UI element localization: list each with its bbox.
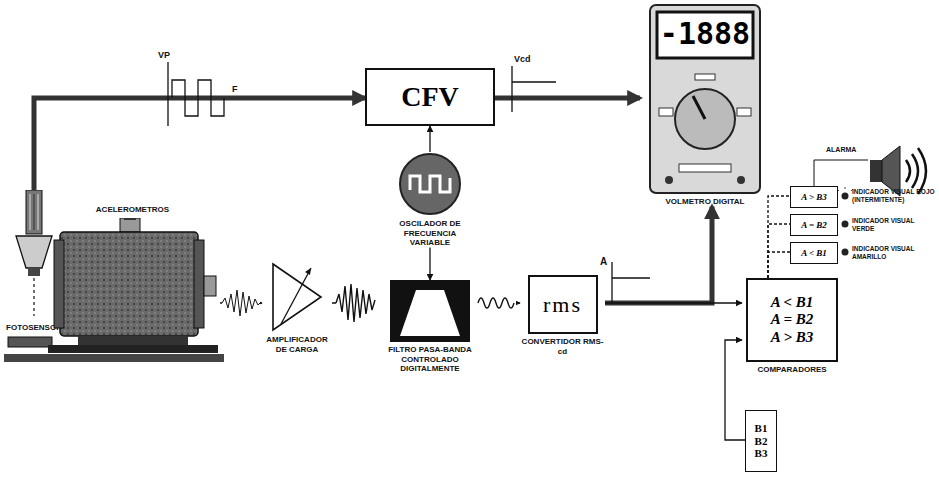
node-text: A = B2 (801, 220, 827, 230)
node-text: B1 (755, 422, 768, 435)
node-caption: COMPARADORES (742, 365, 842, 375)
node-content: rms (530, 277, 596, 332)
node-shape: B1B2B3 (745, 410, 777, 472)
node-content (271, 262, 323, 332)
node-content: B1B2B3 (746, 411, 776, 471)
node-shape: A < B1 (790, 242, 838, 264)
motor: ACELEROMETROS (45, 205, 220, 353)
comparator-box: A < B1A = B2A > B3 COMPARADORES (742, 278, 842, 375)
node-content (12, 190, 56, 320)
oscillator-circle: OSCILADOR DE FRECUENCIA VARIABLE (390, 152, 470, 248)
signal-arrow (429, 248, 430, 281)
node-text: A > B3 (801, 192, 827, 202)
alarm-label: ALARMA (826, 146, 870, 154)
node-content: A < B1A = B2A > B3 (748, 280, 836, 360)
node-shape (398, 152, 462, 216)
node-content (398, 152, 462, 216)
rms-level-signal (612, 262, 650, 303)
node-shape (12, 190, 56, 320)
node-content: A < B1 (791, 243, 837, 263)
thick-arrow (605, 207, 712, 304)
signal-arrow (429, 126, 430, 152)
indicator-lamps (837, 187, 853, 256)
node-caption: VOLMETRO DIGITAL (640, 197, 770, 207)
comparator-output: A < B1 (790, 242, 838, 264)
axis-label: Vcd (514, 54, 544, 65)
node-caption: AMPLIFICADOR DE CARGA (262, 335, 332, 354)
indicator-label: INDICADOR VISUAL VERDE (852, 217, 936, 233)
signal-arrow (725, 340, 745, 440)
node-shape: CFV (365, 68, 495, 126)
node-content: A = B2 (791, 215, 837, 235)
node-shape (48, 218, 218, 353)
square-wave-signal (168, 62, 224, 126)
signal-arrow (768, 224, 790, 278)
node-shape: A < B1A = B2A > B3 (746, 278, 838, 362)
axis-label: A (600, 256, 612, 268)
vibration-signal (222, 282, 516, 324)
signal-arrow (768, 252, 790, 278)
node-caption: ACELEROMETROS (45, 205, 220, 215)
node-text: B3 (755, 447, 768, 460)
node-caption: CONVERTIDOR RMS- cd (520, 337, 605, 356)
node-content: A > B3 (791, 187, 837, 207)
indicator-label: INDICADOR VISUAL AMARILLO (852, 245, 936, 261)
node-text: A < B1 (771, 294, 814, 311)
node-content: CFV (367, 70, 493, 124)
node-text: A = B2 (771, 311, 814, 328)
node-content (390, 280, 470, 342)
digital-voltmeter: -1888VOLMETRO DIGITAL (640, 4, 770, 207)
node-shape: rms (528, 275, 598, 334)
node-content (48, 218, 218, 353)
signal-arrow (768, 196, 790, 278)
cfv-box: CFV (365, 68, 495, 126)
comparator-output: A = B2 (790, 214, 838, 236)
rms-box: rmsCONVERTIDOR RMS- cd (520, 275, 605, 356)
thick-arrow (34, 98, 365, 190)
node-shape (271, 262, 323, 332)
node-text: rms (543, 292, 582, 317)
indicator-label: INDICADOR VISUAL ROJO (INTERMITENTE) (852, 188, 936, 204)
node-text: A < B1 (801, 248, 827, 258)
threshold-box: B1B2B3 (745, 410, 777, 472)
amplifier-triangle: AMPLIFICADOR DE CARGA (262, 262, 332, 354)
alarm-wire (814, 160, 868, 186)
node-shape: A = B2 (790, 214, 838, 236)
node-shape: A > B3 (790, 186, 838, 208)
dc-level-signal (512, 66, 556, 112)
thick-arrow (495, 96, 640, 101)
axis-label: VP (158, 50, 182, 61)
axis-label: F (232, 84, 246, 95)
node-shape: -1888 (649, 4, 761, 194)
node-caption: FILTRO PASA-BANDA CONTROLADO DIGITALMENT… (375, 345, 485, 374)
node-caption: OSCILADOR DE FRECUENCIA VARIABLE (390, 219, 470, 248)
node-text: B2 (755, 435, 768, 448)
comparator-output: A > B3 (790, 186, 838, 208)
node-text: -1888 (660, 17, 750, 52)
signal-arrow (605, 302, 742, 303)
node-text: CFV (401, 81, 459, 113)
bandpass-filter: FILTRO PASA-BANDA CONTROLADO DIGITALMENT… (375, 280, 485, 374)
node-shape (390, 280, 470, 342)
node-text: A > B3 (771, 329, 814, 346)
node-content: -1888 (649, 4, 761, 194)
